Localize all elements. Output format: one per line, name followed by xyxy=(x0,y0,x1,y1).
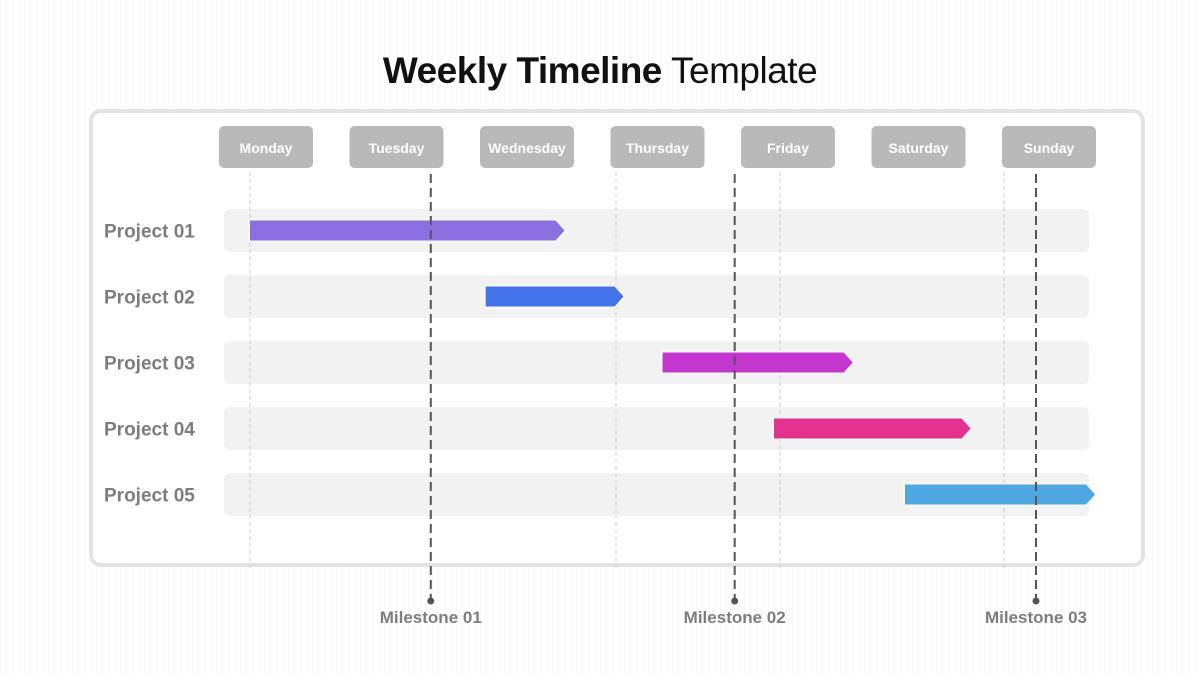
day-header-label: Thursday xyxy=(626,140,689,156)
project-label: Project 03 xyxy=(104,354,195,375)
row-band xyxy=(224,473,1089,516)
project-label: Project 04 xyxy=(104,420,195,441)
day-header-label: Tuesday xyxy=(369,140,425,156)
day-header-label: Saturday xyxy=(889,140,949,156)
day-header-label: Monday xyxy=(240,140,293,156)
day-header-label: Friday xyxy=(767,140,809,156)
day-header-label: Wednesday xyxy=(488,140,566,156)
row-band xyxy=(224,209,1089,252)
project-label: Project 01 xyxy=(104,222,195,243)
day-header-tuesday xyxy=(349,126,444,168)
project-bar-fill xyxy=(662,352,853,373)
milestone-dot xyxy=(731,597,739,605)
milestone-label: Milestone 02 xyxy=(684,608,786,627)
day-header-sunday xyxy=(1002,126,1096,168)
milestone-label: Milestone 03 xyxy=(985,608,1087,627)
page-title: Weekly Timeline Template xyxy=(0,50,1200,92)
day-header-label: Sunday xyxy=(1024,140,1075,156)
row-band xyxy=(224,407,1089,450)
milestone-dot xyxy=(1032,597,1040,605)
project-bar-fill xyxy=(485,286,624,307)
milestone-label: Milestone 01 xyxy=(380,608,482,627)
project-bar-fill xyxy=(250,220,565,241)
row-band xyxy=(224,341,1089,384)
title-bold: Weekly Timeline xyxy=(382,50,663,91)
day-header-thursday xyxy=(610,126,705,168)
title-light: Template xyxy=(671,50,818,91)
project-label: Project 02 xyxy=(104,288,195,309)
day-header-friday xyxy=(741,126,835,168)
project-label: Project 05 xyxy=(104,486,195,507)
project-bar-fill xyxy=(905,484,1095,505)
row-band xyxy=(224,275,1089,318)
project-bar-fill xyxy=(774,418,971,439)
day-header-wednesday xyxy=(480,126,574,168)
day-header-monday xyxy=(219,126,313,168)
milestone-dot xyxy=(427,597,435,605)
day-header-saturday xyxy=(871,126,966,168)
